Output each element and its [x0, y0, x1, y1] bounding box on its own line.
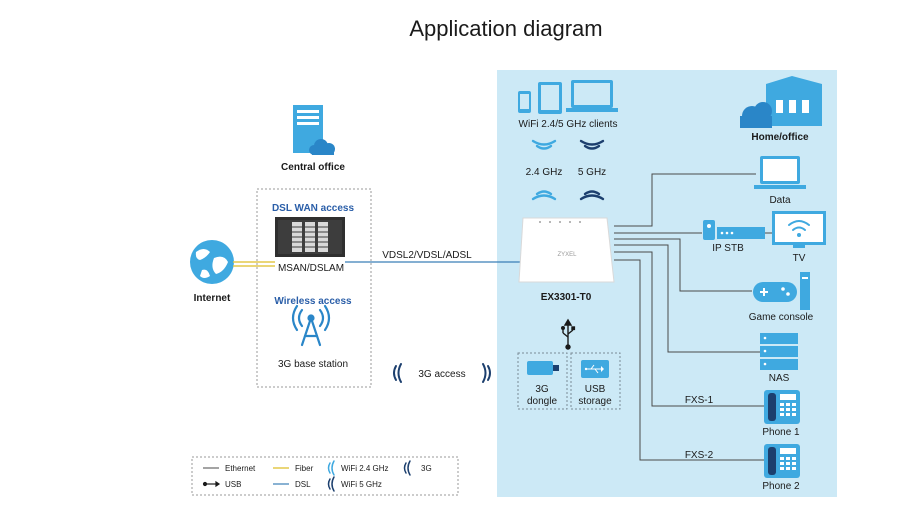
legend-ethernet-label: Ethernet [225, 464, 256, 473]
legend-wifi24-label: WiFi 2.4 GHz [341, 464, 389, 473]
server-icon [293, 105, 335, 155]
legend-wifi5-label: WiFi 5 GHz [341, 480, 382, 489]
wifi-5ghz-top-icon [579, 139, 605, 150]
tv-icon [772, 211, 826, 248]
central-office-label: Central office [281, 162, 345, 173]
wifi-24ghz-top-icon [531, 139, 557, 150]
legend-usb-icon [202, 480, 221, 488]
central-office-box [256, 188, 372, 388]
dongle-label-1: 3G [535, 384, 549, 395]
3g-signal-left-icon [393, 363, 402, 383]
legend-3g-label: 3G [421, 464, 432, 473]
wireless-access-title: Wireless access [274, 296, 352, 307]
legend-usb-label: USB [225, 480, 241, 489]
base-station-label: 3G base station [278, 359, 348, 370]
data-label: Data [769, 195, 791, 206]
ethernet-line-nas [614, 244, 760, 353]
router-device [518, 217, 615, 283]
phone-line-1 [614, 251, 764, 407]
router-name: EX3301-T0 [541, 292, 592, 303]
msan-dslam-label: MSAN/DSLAM [278, 263, 344, 274]
base-station-icon [291, 304, 331, 347]
home-office-label: Home/office [751, 132, 809, 143]
nas-icon [760, 333, 798, 370]
wifi-24ghz-bottom-icon [531, 190, 557, 201]
fxs1-label: FXS-1 [685, 395, 714, 406]
ethernet-line-game [614, 238, 752, 292]
globe-icon [190, 240, 234, 284]
wifi-5ghz-bottom-icon [579, 190, 605, 201]
connection-lines [614, 173, 764, 461]
legend-3g-icon [403, 460, 411, 476]
msan-dslam-icon [275, 217, 345, 257]
phone-1-icon [764, 390, 800, 424]
fxs2-label: FXS-2 [685, 450, 714, 461]
home-office-icon [740, 76, 822, 128]
legend-dsl-label: DSL [295, 480, 311, 489]
3g-access-label: 3G access [418, 369, 465, 380]
wifi-clients-icon [518, 80, 618, 114]
legend-wifi24-icon [327, 460, 335, 476]
band-24-label: 2.4 GHz [526, 167, 563, 178]
dsl-link-label: VDSL2/VDSL/ADSL [382, 250, 472, 261]
legend-box [191, 456, 459, 496]
game-console-label: Game console [749, 312, 814, 323]
legend-wifi5-icon [327, 476, 335, 492]
dongle-label-2: dongle [527, 396, 557, 407]
game-console-icon [753, 272, 810, 310]
3g-dongle-icon [527, 361, 559, 375]
legend-fiber-label: Fiber [295, 464, 314, 473]
storage-label-2: storage [578, 396, 612, 407]
band-5-label: 5 GHz [578, 167, 606, 178]
internet-label: Internet [194, 293, 231, 304]
ethernet-line-data [614, 173, 756, 227]
storage-label-1: USB [585, 384, 606, 395]
storage-box [570, 352, 621, 410]
ipstb-label: IP STB [712, 243, 744, 254]
phone-2-label: Phone 2 [762, 481, 800, 492]
laptop-icon [754, 156, 806, 189]
usb-icon [561, 318, 576, 350]
diagram-title: Application diagram [409, 16, 602, 41]
router-brand: ZYXEL [557, 252, 577, 258]
3g-signal-right-icon [482, 363, 491, 383]
dsl-wan-title: DSL WAN access [272, 203, 355, 214]
dongle-box [517, 352, 568, 410]
usb-storage-icon [581, 360, 609, 378]
legend: Ethernet Fiber WiFi 2.4 GHz 3G USB DSL W… [202, 460, 432, 492]
nas-label: NAS [769, 373, 790, 384]
phone-1-label: Phone 1 [762, 427, 800, 438]
set-top-box-icon [703, 220, 765, 240]
tv-label: TV [793, 253, 806, 264]
phone-2-icon [764, 444, 800, 478]
phone-line-2 [614, 259, 764, 461]
wifi-clients-label: WiFi 2.4/5 GHz clients [519, 119, 618, 130]
